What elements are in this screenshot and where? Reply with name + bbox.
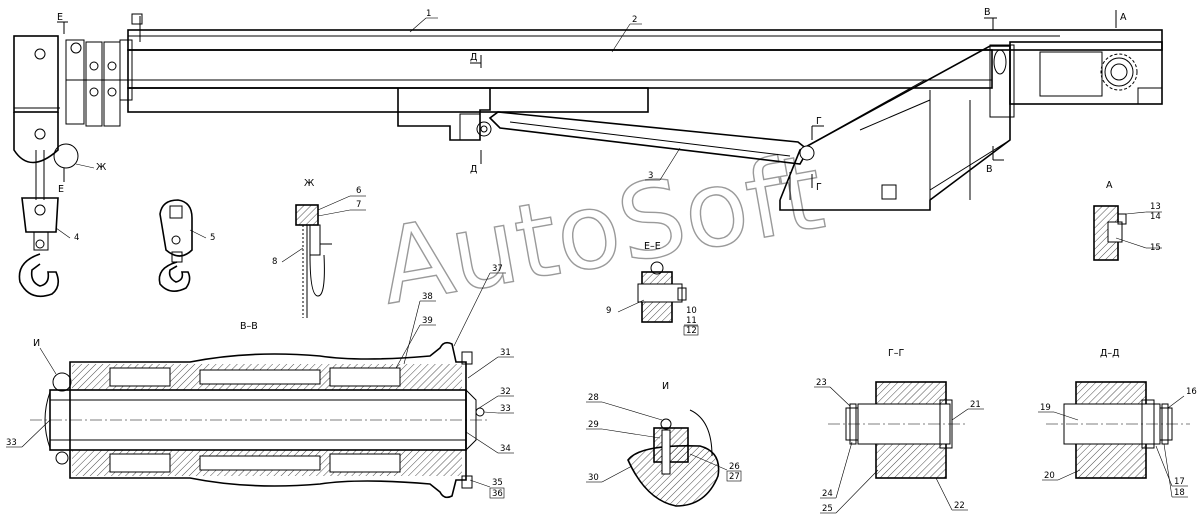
pulley-block-stack bbox=[65, 13, 150, 127]
boom-main-view bbox=[13, 13, 1163, 211]
callout-22: 22 bbox=[954, 501, 965, 511]
callout-8: 8 bbox=[272, 257, 277, 267]
callout-35: 35 bbox=[492, 478, 503, 488]
section-mark-e-bot: Е bbox=[58, 184, 64, 195]
callout-18: 18 bbox=[1174, 488, 1185, 498]
detail-zh-title: Ж bbox=[304, 178, 315, 189]
callout-6: 6 bbox=[356, 186, 361, 196]
callout-28: 28 bbox=[588, 393, 599, 403]
section-ee-title: Е–Е bbox=[644, 241, 661, 252]
boom-root-block bbox=[1009, 41, 1163, 105]
callout-33-right: 33 bbox=[500, 404, 511, 414]
callout-19: 19 bbox=[1040, 403, 1051, 413]
hook-block-5 bbox=[158, 199, 193, 292]
view-a: А 13 14 15 bbox=[1093, 180, 1162, 261]
callout-38: 38 bbox=[422, 292, 433, 302]
boom-section-body bbox=[127, 49, 993, 89]
callout-16: 16 bbox=[1186, 387, 1197, 397]
callout-31: 31 bbox=[500, 348, 511, 358]
section-mark-a: А bbox=[1120, 12, 1127, 23]
callout-17: 17 bbox=[1174, 477, 1185, 487]
section-mark-d-top: Д bbox=[470, 52, 477, 63]
boom-tip-head bbox=[13, 35, 59, 113]
slewing-gear bbox=[1104, 57, 1134, 87]
callout-3: 3 bbox=[648, 171, 653, 181]
callout-13: 13 bbox=[1150, 202, 1161, 212]
callout-2: 2 bbox=[632, 15, 637, 25]
callout-25: 25 bbox=[822, 504, 833, 514]
detail-i: И 28 29 30 26 27 bbox=[586, 381, 742, 507]
section-vv-title: В–В bbox=[240, 321, 258, 332]
callout-4: 4 bbox=[74, 233, 79, 243]
callout-37: 37 bbox=[492, 264, 503, 274]
callout-27: 27 bbox=[729, 472, 740, 482]
callout-23: 23 bbox=[816, 378, 827, 388]
callout-20: 20 bbox=[1044, 471, 1055, 481]
callout-34: 34 bbox=[500, 444, 511, 454]
callout-12: 12 bbox=[686, 326, 697, 336]
callout-21: 21 bbox=[970, 400, 981, 410]
section-e-e: Е–Е 9 10 11 12 bbox=[606, 241, 699, 336]
detail-zh: Ж 6 7 8 bbox=[272, 178, 366, 318]
section-d-d: Д–Д 16 19 20 17 18 bbox=[1038, 348, 1197, 498]
callout-7: 7 bbox=[356, 200, 361, 210]
detail-i-title: И bbox=[662, 381, 669, 392]
callout-14: 14 bbox=[1150, 212, 1161, 222]
callout-29: 29 bbox=[588, 420, 599, 430]
section-mark-v-top: В bbox=[984, 7, 991, 18]
section-mark-d-bot: Д bbox=[470, 164, 477, 175]
callout-24: 24 bbox=[822, 489, 833, 499]
boom-section-upper bbox=[127, 29, 1163, 51]
callout-label-zh: Ж bbox=[96, 162, 107, 173]
callout-5: 5 bbox=[210, 233, 215, 243]
section-mark-g-bot: Г bbox=[816, 182, 822, 193]
callout-36: 36 bbox=[492, 489, 503, 499]
callout-33-left: 33 bbox=[6, 438, 17, 448]
callout-39: 39 bbox=[422, 316, 433, 326]
callout-label-i: И bbox=[33, 338, 40, 349]
callout-9: 9 bbox=[606, 306, 611, 316]
section-g-g: Г–Г 23 21 24 25 22 bbox=[814, 348, 984, 514]
section-markers: Е Е В В А Д Д Г Г Ж bbox=[57, 7, 1127, 195]
callout-30: 30 bbox=[588, 473, 599, 483]
section-mark-e-top: Е bbox=[57, 12, 63, 23]
view-a-title: А bbox=[1106, 180, 1113, 191]
callout-10: 10 bbox=[686, 306, 697, 316]
section-v-v: В–В И 33 37 38 39 31 32 33 bbox=[6, 264, 514, 499]
callout-26: 26 bbox=[729, 462, 740, 472]
boom-lower-chord bbox=[127, 87, 649, 113]
callout-circle-i bbox=[52, 372, 72, 392]
callout-circle-zh bbox=[53, 143, 79, 169]
section-gg-title: Г–Г bbox=[888, 348, 905, 359]
callout-11: 11 bbox=[686, 316, 697, 326]
hook-block-4 bbox=[18, 197, 60, 298]
callout-1: 1 bbox=[426, 9, 431, 19]
callout-32: 32 bbox=[500, 387, 511, 397]
section-mark-v-bot: В bbox=[986, 164, 993, 175]
main-view-callouts: 1 2 3 4 5 bbox=[55, 9, 681, 243]
section-mark-g-top: Г bbox=[816, 116, 822, 127]
section-dd-title: Д–Д bbox=[1100, 348, 1120, 359]
